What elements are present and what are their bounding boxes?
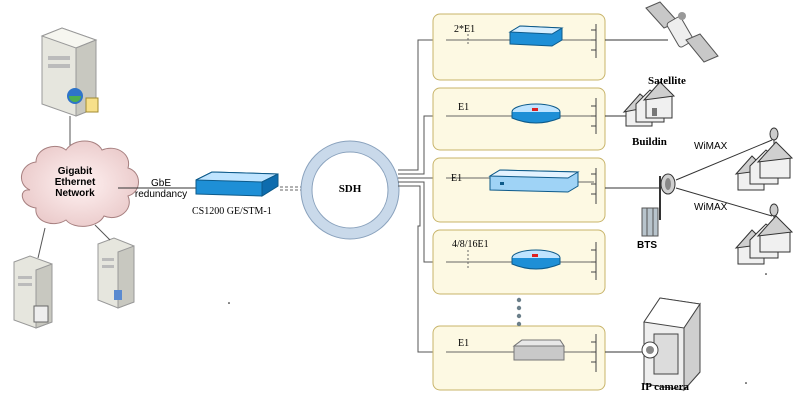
wimax-top-label: WiMAX [694,141,728,152]
gigabit-ethernet-cloud [21,140,139,227]
server-top-icon [40,27,99,117]
panel-inner-lines [446,34,594,353]
bts-tower-icon [641,173,676,237]
stray-dot [228,302,230,304]
stray-dot [745,382,747,384]
satellite-label: Satellite [648,75,686,87]
server-bottom-left-icon [13,255,53,329]
sdh-ring [300,140,400,240]
cloud-label: Gigabit Ethernet Network [54,166,96,199]
ring-label: SDH [338,183,362,195]
branch-device-2-icon [511,103,561,124]
bts-label: BTS [637,240,657,251]
cs1200-device-icon [195,171,279,197]
branch-device-4-icon [511,249,561,270]
building-icon [622,81,676,127]
panel-bus-bars [591,24,597,372]
branch-device-1-icon [508,25,564,47]
branch-label-3: E1 [451,173,463,184]
houses-top-icon [734,141,794,191]
houses-bottom-icon [734,215,794,265]
endpoint-connectors [605,39,773,353]
wimax-bottom-label: WiMAX [694,202,728,213]
wimax-antenna-top-icon [769,127,779,160]
more-branches-ellipsis [516,297,522,327]
device-label: CS1200 GE/STM-1 [192,206,272,217]
link-label: GbE redundancy [134,178,188,200]
branch-label-5: E1 [458,338,470,349]
stray-dot [765,273,767,275]
branch-device-3-icon [488,169,580,193]
ip-camera-icon [641,297,701,392]
branch-label-4: 4/8/16E1 [452,239,489,250]
ip-camera-label: IP camera [641,381,689,393]
building-label: Buildin [632,136,667,148]
server-bottom-right-icon [97,237,135,309]
satellite-icon [645,1,719,63]
branch-device-5-icon [512,339,565,361]
branch-label-2: E1 [458,102,470,113]
branch-label-1: 2*E1 [454,24,476,35]
